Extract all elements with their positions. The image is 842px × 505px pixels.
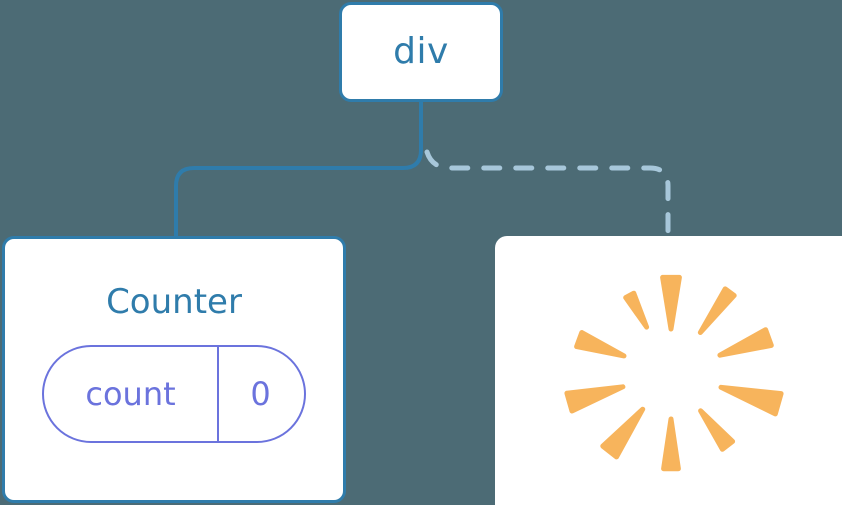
- sparkle-ray-9: [574, 330, 627, 359]
- connector-div-to-counter: [174, 100, 423, 240]
- node-counter-label: Counter: [106, 282, 242, 322]
- sparkle-ray-10: [623, 290, 650, 330]
- sparkle-ray-8: [564, 384, 626, 414]
- node-sparkle[interactable]: [495, 236, 842, 505]
- connector-div-to-sparkle: [424, 149, 671, 241]
- sparkle-ray-5: [698, 408, 736, 452]
- sparkle-ray-3: [717, 327, 774, 358]
- sparkle-ray-7: [600, 406, 646, 460]
- sparkle-ray-2: [697, 286, 737, 335]
- sparkle-ray-6: [661, 416, 681, 472]
- node-div-label: div: [393, 31, 449, 72]
- sparkle-burst-icon: [564, 274, 784, 472]
- state-key-label: count: [85, 375, 176, 413]
- node-div[interactable]: div: [339, 2, 503, 102]
- sparkle-ray-4: [718, 384, 784, 417]
- state-pill-divider: [217, 346, 219, 442]
- state-value-label: 0: [250, 375, 271, 413]
- state-pill[interactable]: count 0: [42, 345, 306, 443]
- sparkle-ray-1: [660, 274, 682, 332]
- node-counter[interactable]: Counter count 0: [2, 236, 346, 503]
